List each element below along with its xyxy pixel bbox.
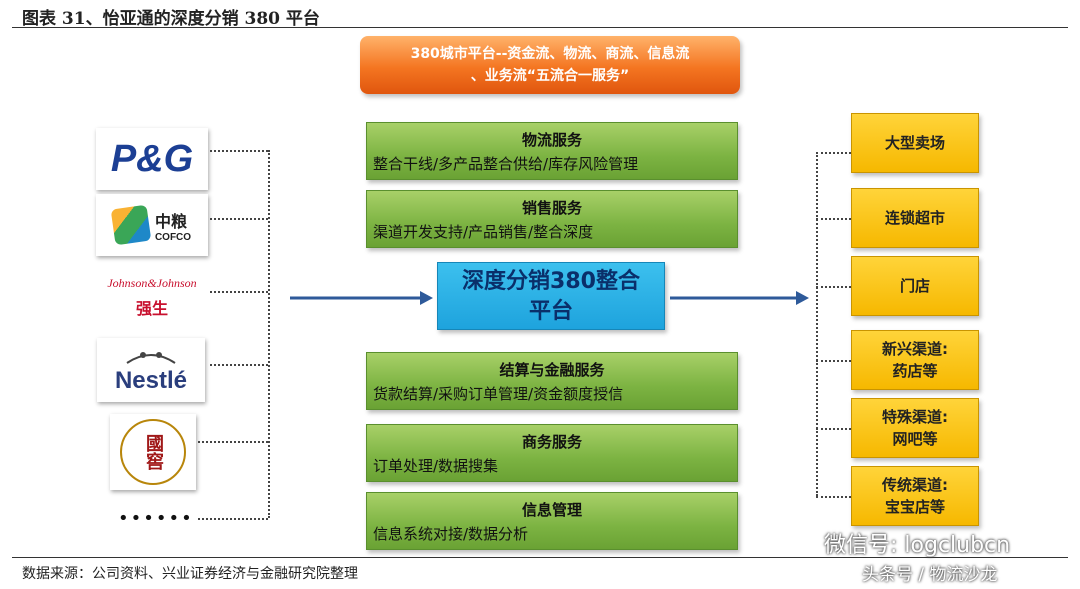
brand-connector [210,150,268,152]
channel-line-1: 连锁超市 [884,209,945,227]
channel-bracket-line [816,152,818,496]
channel-connector [816,360,851,362]
channel-line-1: 特殊渠道: [882,408,948,426]
service-box-settlement: 结算与金融服务 货款结算/采购订单管理/资金额度授信 [366,352,738,410]
brand-logo-nestle: Nestlé [97,338,205,402]
bottom-rule [12,557,1068,558]
service-heading: 销售服务 [521,199,582,217]
banner-line-1: 380城市平台--资金流、物流、商流、信息流 [410,46,690,62]
figure-title: 图表 31、怡亚通的深度分销 380 平台 [22,9,320,29]
channel-box-emerging: 新兴渠道: 药店等 [851,330,979,390]
five-flow-banner: 380城市平台--资金流、物流、商流、信息流 、业务流“五流合一服务” [360,36,740,94]
channel-box-special: 特殊渠道: 网吧等 [851,398,979,458]
service-detail: 整合干线/多产品整合供给/库存风险管理 [373,155,639,173]
banner-line-2: 、业务流“五流合一服务” [470,68,630,84]
inflow-arrow [290,291,433,305]
core-platform-box: 深度分销380整合 平台 [437,262,665,330]
watermark-toutiao: 头条号 / 物流沙龙 [862,565,998,585]
channel-line-2: 网吧等 [892,430,938,448]
wechat-icon [780,527,816,553]
brand-connector [210,218,268,220]
channel-line-1: 新兴渠道: [882,340,948,358]
service-heading: 结算与金融服务 [499,361,605,379]
core-platform-line-2: 平台 [528,299,573,324]
channel-connector [816,286,851,288]
channel-connector [816,218,851,220]
channel-box-traditional: 传统渠道: 宝宝店等 [851,466,979,526]
brand-name: Nestlé [114,367,188,394]
brand-connector [198,518,268,520]
core-platform-line-1: 深度分销380整合 [462,269,640,294]
service-heading: 商务服务 [521,433,582,451]
brand-sub: COFCO [154,231,192,243]
service-detail: 渠道开发支持/产品销售/整合深度 [373,223,594,241]
channel-line-1: 大型卖场 [884,134,945,152]
service-detail: 信息系统对接/数据分析 [373,525,529,543]
watermark-wechat: 微信号: logclubcn [824,533,1011,558]
brand-logo-guojiao: 國窖 [110,414,196,490]
data-source-note: 数据来源：公司资料、兴业证券经济与金融研究院整理 [22,566,358,582]
channel-box-hypermarket: 大型卖场 [851,113,979,173]
channel-connector [816,496,851,498]
service-box-business: 商务服务 订单处理/数据搜集 [366,424,738,482]
channel-line-2: 药店等 [892,362,938,380]
channel-connector [816,428,851,430]
service-heading: 物流服务 [521,131,582,149]
brand-logo-johnson: Johnson&Johnson 强生 [96,266,208,328]
channel-line-2: 宝宝店等 [884,498,945,516]
brand-connector [198,441,268,443]
brand-name: Johnson&Johnson [107,275,197,290]
service-heading: 信息管理 [521,501,582,519]
brand-connector [210,291,268,293]
service-detail: 订单处理/数据搜集 [373,457,499,475]
service-box-logistics: 物流服务 整合干线/多产品整合供给/库存风险管理 [366,122,738,180]
service-box-information: 信息管理 信息系统对接/数据分析 [366,492,738,550]
outflow-arrow [670,291,809,305]
cofco-cube-icon [110,204,152,246]
service-box-sales: 销售服务 渠道开发支持/产品销售/整合深度 [366,190,738,248]
service-detail: 货款结算/采购订单管理/资金额度授信 [373,385,624,403]
top-rule [12,27,1068,28]
brand-connector [210,364,268,366]
more-brands-ellipsis: •••••• [118,508,194,529]
brand-sub: 强生 [135,298,168,318]
nest-birds-icon [126,352,176,364]
channel-connector [816,152,851,154]
brand-name: 中粮 [154,211,187,231]
brand-logo-pg: P&G [96,128,208,190]
brand-bracket-line [268,150,270,518]
channel-line-1: 门店 [899,277,930,295]
brand-name: P&G [110,137,194,180]
brand-name: 國窖 [143,434,164,470]
channel-box-supermarket: 连锁超市 [851,188,979,248]
seal-ring-icon: 國窖 [120,419,186,485]
channel-line-1: 传统渠道: [882,476,948,494]
channel-box-store: 门店 [851,256,979,316]
brand-logo-cofco: 中粮 COFCO [96,194,208,256]
